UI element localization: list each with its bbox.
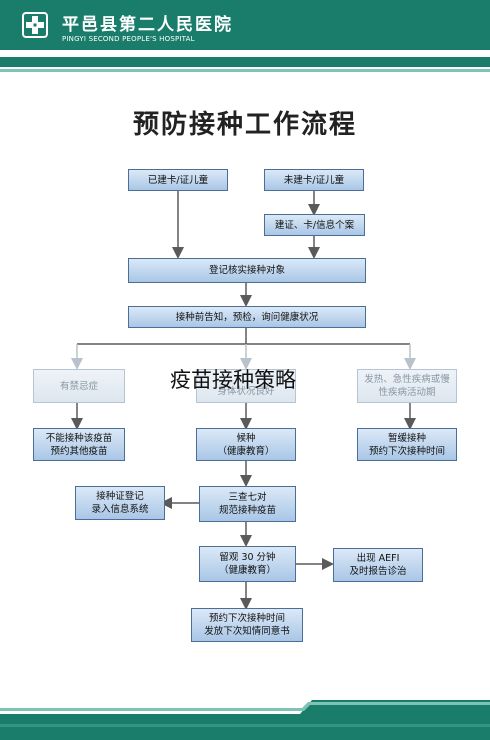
box-healthy: 身体状况良好 [196,369,296,403]
box-next-appointment: 预约下次接种时间 发放下次知情同意书 [191,608,303,642]
hospital-logo-icon [22,12,48,38]
box-register-certificate: 接种证登记 录入信息系统 [75,486,165,520]
footer-band [0,700,490,740]
box-waiting: 候种 （健康教育） [196,428,296,461]
box-aefi: 出现 AEFI 及时报告诊治 [333,548,423,582]
box-contraindication: 有禁忌症 [33,369,125,403]
box-verify-recipient: 登记核实接种对象 [128,258,366,283]
header-band [0,0,490,50]
hospital-name-cn: 平邑县第二人民医院 [62,15,233,35]
header-banner: 平邑县第二人民医院 PINGYI SECOND PEOPLE'S HOSPITA… [0,0,490,78]
page-title: 预防接种工作流程 [132,110,357,140]
box-carded-children: 已建卡/证儿童 [128,169,228,191]
box-cannot-vaccinate: 不能接种该疫苗 预约其他疫苗 [33,428,125,461]
header-stripe [0,57,490,67]
box-observation: 留观 30 分钟 （健康教育） [199,546,296,582]
box-pre-vaccination-notice: 接种前告知，预检，询问健康状况 [128,306,366,328]
box-postpone: 暂缓接种 预约下次接种时间 [357,428,457,461]
header-stripe-light [0,69,490,72]
box-create-record: 建证、卡/信息个案 [264,214,365,236]
overlay-caption: 疫苗接种策略 [170,368,296,392]
hospital-name-en: PINGYI SECOND PEOPLE'S HOSPITAL [62,35,195,43]
box-uncarded-children: 未建卡/证儿童 [264,169,364,191]
box-three-checks: 三查七对 规范接种疫苗 [199,486,296,522]
box-fever-illness: 发热、急性疾病或慢 性疾病活动期 [357,369,457,403]
